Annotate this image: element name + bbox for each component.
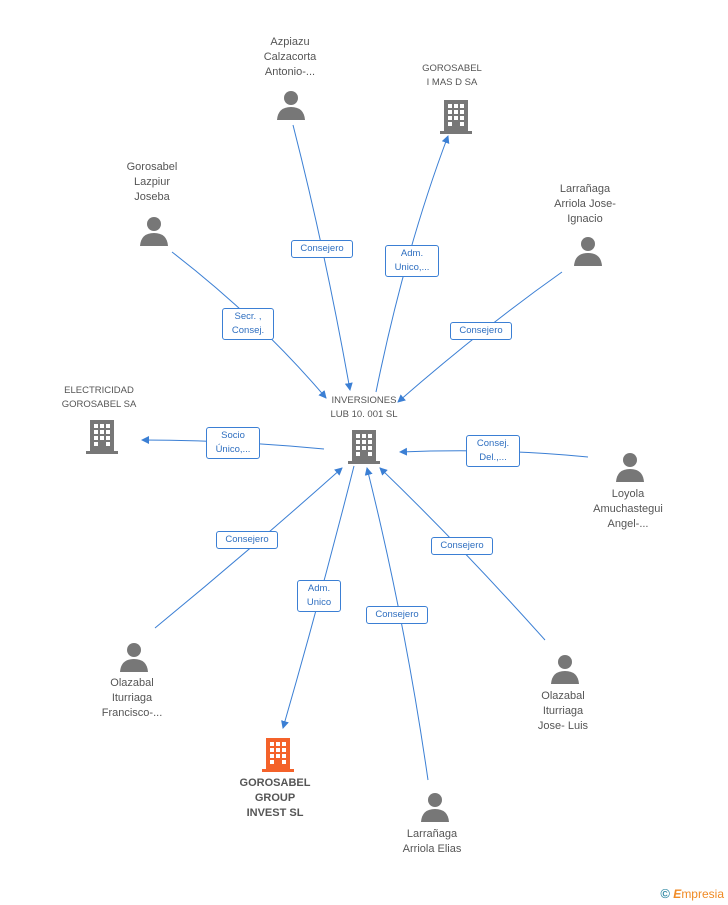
building-icon[interactable] [440,98,472,134]
edge-larranaga-elias [364,467,429,781]
brand-initial: E [673,887,682,901]
empresia-logo[interactable]: © Empresia [660,886,724,901]
person-icon[interactable] [119,642,149,672]
edge-label-electricidad: Socio Único,... [206,427,260,459]
edge-label-loyola: Consej. Del.,... [466,435,520,467]
node-label-electricidad[interactable]: ELECTRICIDAD GOROSABEL SA [61,385,137,410]
node-label-gorosabel-imas[interactable]: GOROSABEL I MAS D SA [422,63,482,88]
node-label-azpiazu[interactable]: Azpiazu Calzacorta Antonio-... [263,36,317,78]
node-label-larranaga-elias[interactable]: Larrañaga Arriola Elias [402,828,462,855]
building-icon[interactable] [86,418,118,454]
edge-label-larranaga-jose: Consejero [450,322,512,340]
edge-label-gorosabel-lazpiur: Secr. , Consej. [222,308,274,340]
person-icon[interactable] [573,236,603,266]
person-icon[interactable] [615,452,645,482]
node-label-olazabal-francisco[interactable]: Olazabal Iturriaga Francisco-... [101,677,163,719]
node-label-larranaga-jose[interactable]: Larrañaga Arriola Jose- Ignacio [554,183,616,225]
edge-label-gorosabel-imas: Adm. Unico,... [385,245,439,277]
node-label-center[interactable]: INVERSIONES LUB 10. 001 SL [330,395,398,420]
node-label-olazabal-jose[interactable]: Olazabal Iturriaga Jose- Luis [537,690,589,732]
edge-label-olazabal-francisco: Consejero [216,531,278,549]
edge-label-gorosabel-group: Adm. Unico [297,580,341,612]
person-icon[interactable] [139,216,169,246]
building-icon[interactable] [348,428,380,464]
edge-olazabal-francisco [154,467,343,629]
copyright-symbol: © [660,886,670,901]
brand-name: mpresia [681,887,724,901]
building-icon-highlight[interactable] [262,736,294,772]
person-icon[interactable] [420,792,450,822]
node-label-loyola[interactable]: Loyola Amuchastegui Angel-... [593,488,663,530]
node-label-gorosabel-group[interactable]: GOROSABEL GROUP INVEST SL [239,777,311,819]
edge-label-azpiazu: Consejero [291,240,353,258]
person-icon[interactable] [276,90,306,120]
node-label-gorosabel-lazpiur[interactable]: Gorosabel Lazpiur Joseba [126,161,178,203]
edge-label-larranaga-elias: Consejero [366,606,428,624]
edge-label-olazabal-jose: Consejero [431,537,493,555]
person-icon[interactable] [550,654,580,684]
